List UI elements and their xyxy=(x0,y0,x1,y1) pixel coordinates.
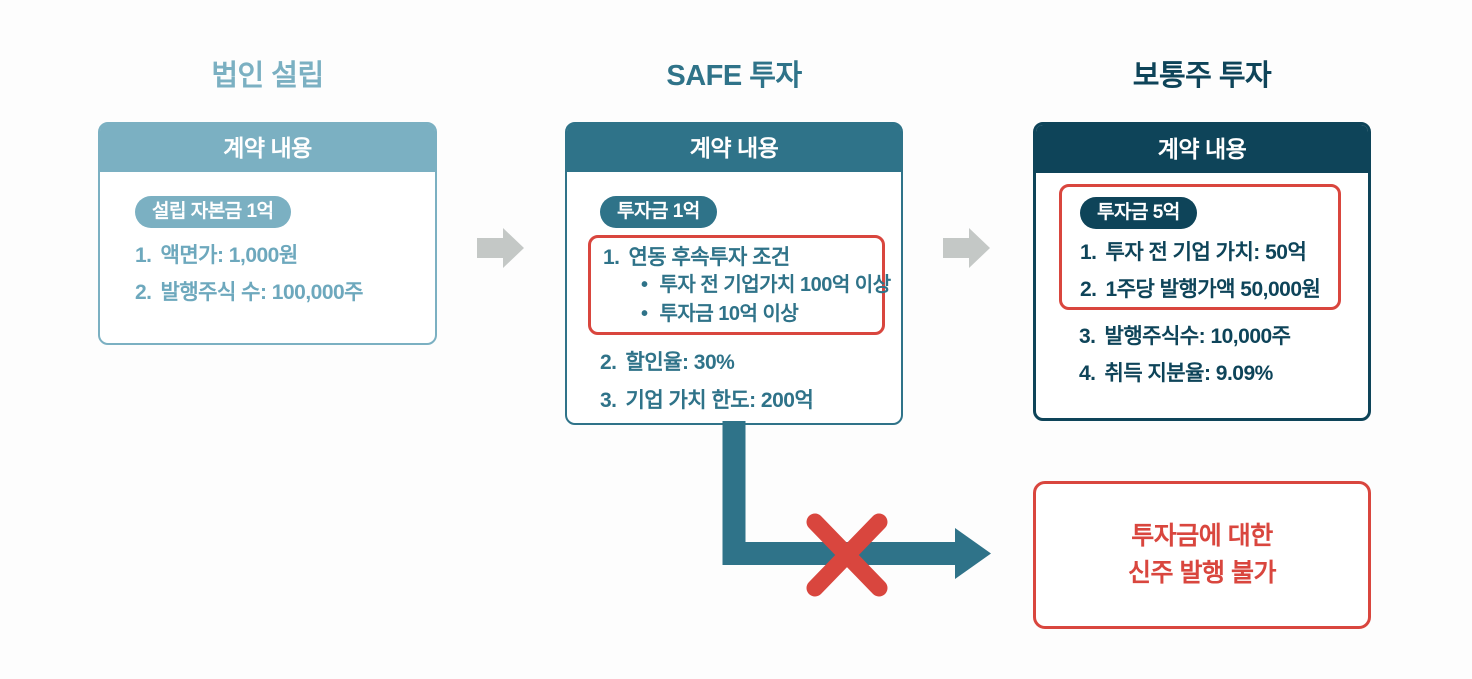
contract-card-common-stock: 계약 내용 투자금 5억 1. 투자 전 기업 가치: 50억 2. 1주당 발행가… xyxy=(1033,122,1371,421)
list-item: 1. 액면가: 1,000원 xyxy=(135,243,435,269)
list-item: 2. 1주당 발행가액 50,000원 xyxy=(1080,277,1338,303)
item-number: 1. xyxy=(135,244,152,267)
item-number: 3. xyxy=(1079,325,1096,348)
item-text: 1주당 발행가액 50,000원 xyxy=(1105,278,1321,301)
arrowhead-icon xyxy=(955,528,991,579)
list-item: 2. 할인율: 30% xyxy=(600,350,901,376)
result-line: 신주 발행 불가 xyxy=(1128,559,1276,587)
right-arrow-icon xyxy=(943,228,990,268)
item-text: 취득 지분율: 9.09% xyxy=(1104,362,1274,385)
item-number: 2. xyxy=(135,281,152,304)
right-arrow-icon xyxy=(477,228,524,268)
item-text: 할인율: 30% xyxy=(625,351,735,374)
item-number: 2. xyxy=(600,351,617,374)
bullet-item: 투자 전 기업가치 100억 이상 xyxy=(603,271,892,300)
card-header: 계약 내용 xyxy=(567,124,901,172)
item-text: 액면가: 1,000원 xyxy=(160,244,299,267)
stage-title-safe-investment: SAFE 투자 xyxy=(666,60,802,92)
item-number: 1. xyxy=(1080,241,1097,264)
item-number: 2. xyxy=(1080,278,1097,301)
item-number: 1. xyxy=(603,246,620,269)
list-item: 3. 기업 가치 한도: 200억 xyxy=(600,388,901,414)
item-text: 기업 가치 한도: 200억 xyxy=(625,389,814,412)
result-note-no-new-shares: 투자금에 대한 신주 발행 불가 xyxy=(1033,481,1371,629)
contract-card-incorporation: 계약 내용 설립 자본금 1억 1. 액면가: 1,000원 2. 발행주식 수: … xyxy=(98,122,437,345)
stage-title-common-stock: 보통주 투자 xyxy=(1132,60,1272,92)
investment-badge: 투자금 5억 xyxy=(1080,197,1197,229)
cross-out-x-icon xyxy=(806,513,888,597)
highlight-box-valuation: 투자금 5억 1. 투자 전 기업 가치: 50억 2. 1주당 발행가액 50,0… xyxy=(1059,184,1341,310)
list-item: 1. 투자 전 기업 가치: 50억 xyxy=(1080,240,1338,266)
item-text: 연동 후속투자 조건 xyxy=(628,246,791,269)
item-number: 4. xyxy=(1079,362,1096,385)
list-item: 1. 연동 후속투자 조건 xyxy=(603,245,882,271)
capital-badge: 설립 자본금 1억 xyxy=(135,196,291,228)
item-number: 3. xyxy=(600,389,617,412)
safe-to-result-elbow-arrow xyxy=(722,421,956,565)
list-item: 2. 발행주식 수: 100,000주 xyxy=(135,280,435,306)
item-text: 발행주식수: 10,000주 xyxy=(1104,325,1291,348)
item-text: 발행주식 수: 100,000주 xyxy=(160,281,364,304)
item-text: 투자 전 기업 가치: 50억 xyxy=(1105,241,1307,264)
card-header: 계약 내용 xyxy=(1036,125,1368,173)
highlight-box-conversion-terms: 1. 연동 후속투자 조건 투자 전 기업가치 100억 이상 투자금 10억 이… xyxy=(588,235,892,335)
card-header: 계약 내용 xyxy=(100,124,435,172)
contract-card-safe: 계약 내용 투자금 1억 1. 연동 후속투자 조건 투자 전 기업가치 100억… xyxy=(565,122,903,425)
list-item: 4. 취득 지분율: 9.09% xyxy=(1079,361,1368,387)
stage-title-incorporation: 법인 설립 xyxy=(211,60,324,92)
list-item: 3. 발행주식수: 10,000주 xyxy=(1079,324,1368,350)
bullet-item: 투자금 10억 이상 xyxy=(603,300,882,329)
result-line: 투자금에 대한 xyxy=(1131,522,1273,550)
investment-badge: 투자금 1억 xyxy=(600,196,717,228)
